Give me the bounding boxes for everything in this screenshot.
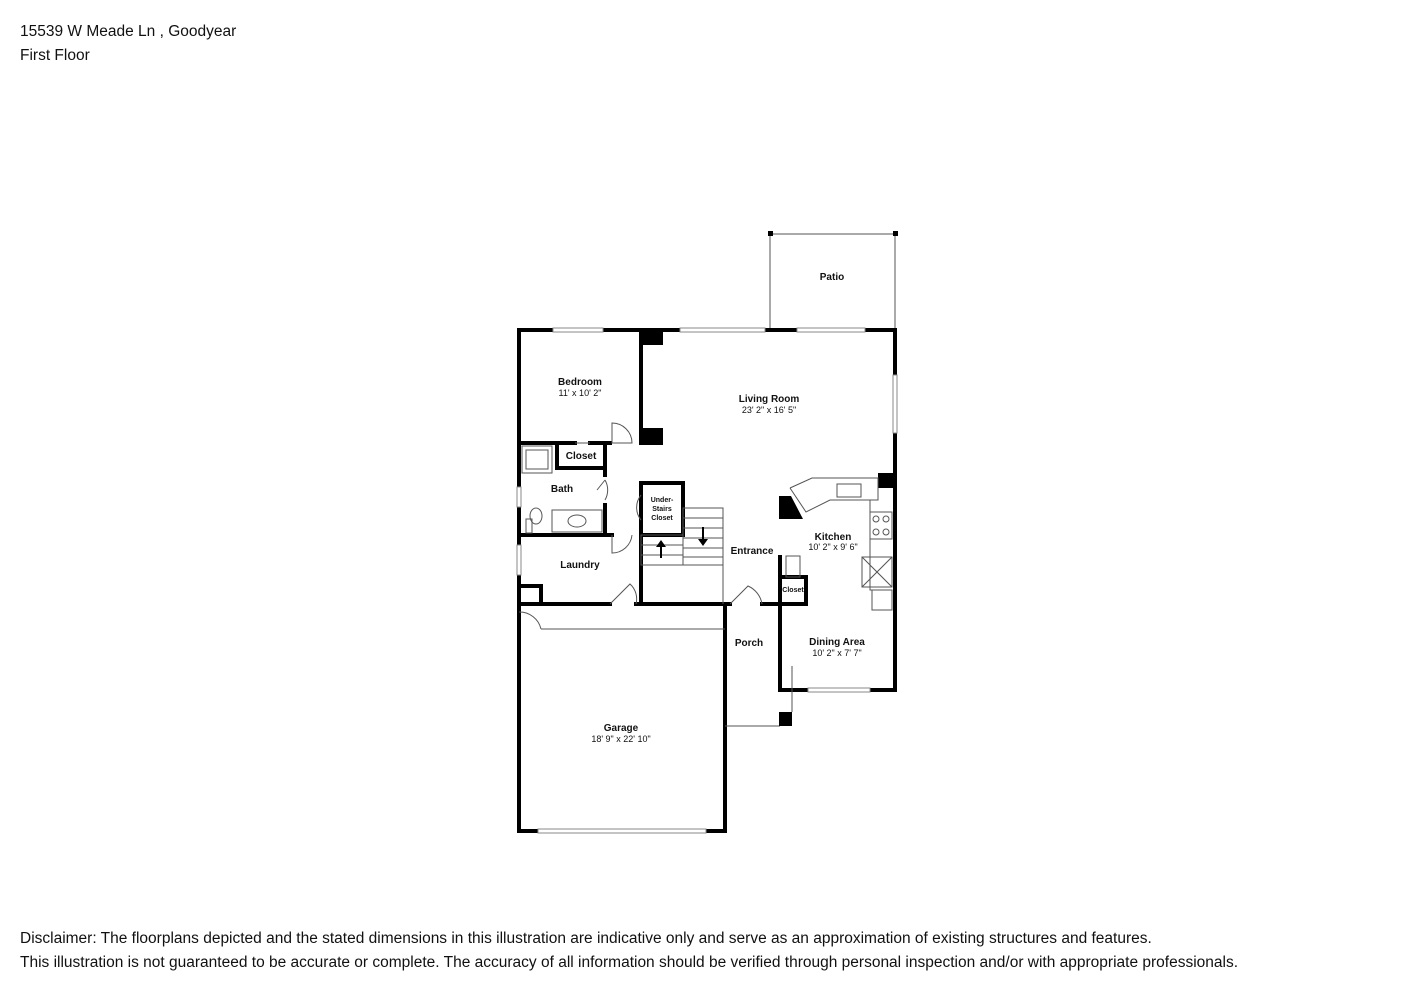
under-stairs-closet-label-3: Closet bbox=[651, 515, 673, 522]
dining-area-label: Dining Area bbox=[809, 637, 865, 648]
garage-porch-lines bbox=[541, 628, 793, 727]
doors bbox=[518, 422, 763, 630]
kitchen-dimensions: 10' 2" x 9' 6" bbox=[808, 542, 857, 552]
disclaimer-line-2: This illustration is not guaranteed to b… bbox=[20, 954, 1239, 971]
laundry-label: Laundry bbox=[560, 560, 600, 571]
living-room-label: Living Room bbox=[739, 394, 800, 405]
stairs-down-arrow-icon bbox=[698, 527, 708, 546]
living-room-dimensions: 23' 2" x 16' 5" bbox=[742, 405, 796, 415]
patio-label: Patio bbox=[820, 272, 844, 283]
exterior-walls bbox=[517, 328, 897, 833]
under-stairs-closet-label-1: Under- bbox=[651, 497, 674, 504]
small-closet-label: Closet bbox=[782, 587, 804, 594]
closet-label: Closet bbox=[566, 451, 597, 462]
stairs-up-arrow-icon bbox=[656, 540, 666, 558]
interior-walls bbox=[517, 328, 895, 606]
patio-area bbox=[768, 231, 898, 328]
under-stairs-closet-label-2: Stairs bbox=[652, 506, 672, 513]
bedroom-label: Bedroom bbox=[558, 377, 602, 388]
entrance-label: Entrance bbox=[731, 546, 774, 557]
porch-label: Porch bbox=[735, 638, 763, 649]
garage-dimensions: 18' 9" x 22' 10" bbox=[591, 734, 650, 744]
disclaimer-line-1: Disclaimer: The floorplans depicted and … bbox=[20, 930, 1152, 947]
property-address: 15539 W Meade Ln , Goodyear bbox=[20, 23, 237, 40]
bedroom-dimensions: 11' x 10' 2" bbox=[559, 388, 602, 398]
floor-label: First Floor bbox=[20, 47, 90, 64]
garage-label: Garage bbox=[604, 723, 639, 734]
kitchen-label: Kitchen bbox=[815, 532, 852, 543]
dining-area-dimensions: 10' 2" x 7' 7" bbox=[812, 648, 861, 658]
bath-label: Bath bbox=[551, 484, 573, 495]
windows bbox=[516, 327, 898, 834]
bath-fixtures bbox=[521, 445, 603, 534]
staircase bbox=[640, 507, 724, 604]
kitchen-counters bbox=[785, 477, 893, 611]
